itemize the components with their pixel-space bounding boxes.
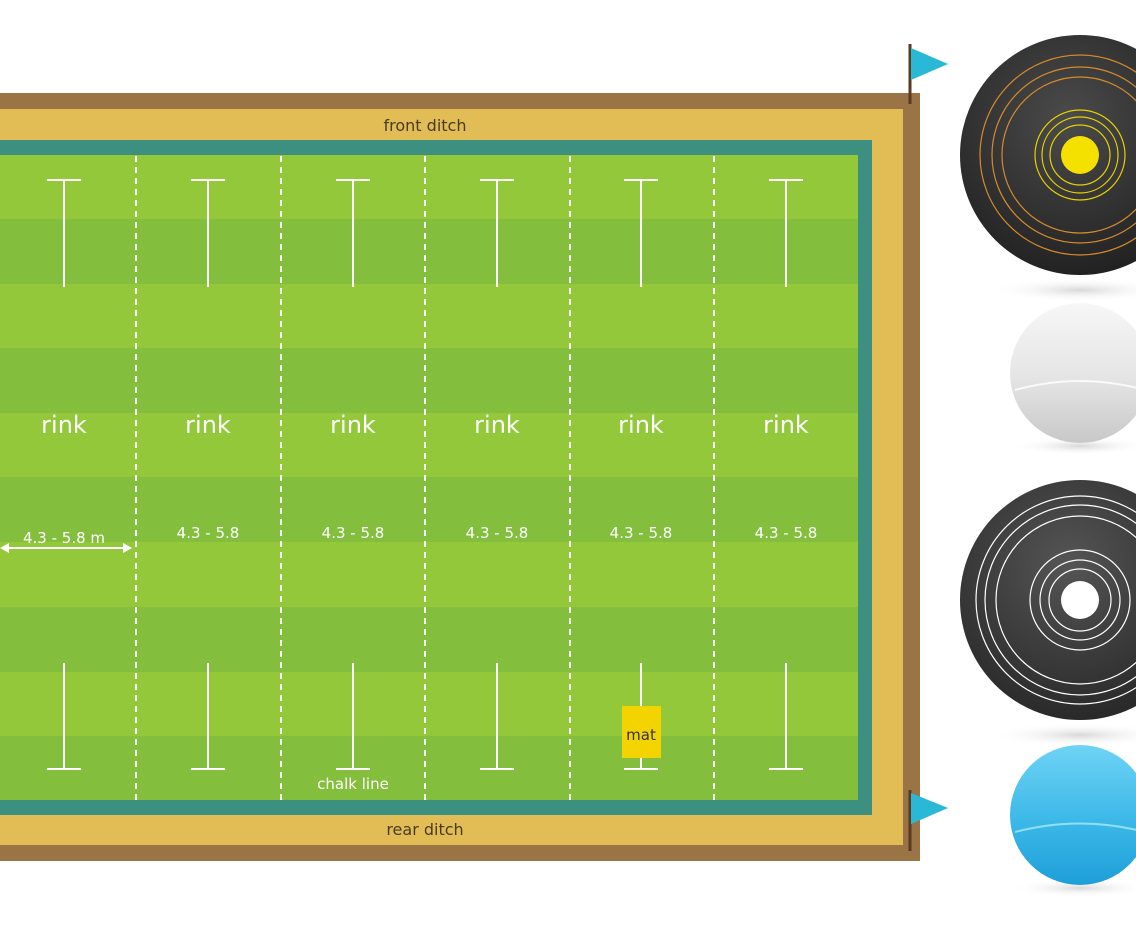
- black-bowl-yellow-rings-icon: [960, 35, 1136, 302]
- rink-labels: rink rink rink rink rink rink: [41, 411, 809, 439]
- rink-width-4: 4.3 - 5.8: [466, 524, 529, 542]
- rink-width-labels: 4.3 - 5.8 m 4.3 - 5.8 4.3 - 5.8 4.3 - 5.…: [23, 524, 817, 547]
- rink-label-6: rink: [763, 411, 809, 439]
- white-jack-icon: [1010, 303, 1136, 455]
- grass-stripes: [0, 155, 858, 800]
- rink-width-6: 4.3 - 5.8: [755, 524, 818, 542]
- chalk-line-label: chalk line: [317, 775, 389, 793]
- rink-width-2: 4.3 - 5.8: [177, 524, 240, 542]
- width-arrow: [0, 543, 132, 553]
- mat-label: mat: [626, 726, 656, 744]
- rear-ditch-label: rear ditch: [386, 820, 463, 839]
- flag-icon: [908, 44, 948, 104]
- front-ditch-label: front ditch: [384, 116, 467, 135]
- rink-width-5: 4.3 - 5.8: [610, 524, 673, 542]
- rink-width-3: 4.3 - 5.8: [322, 524, 385, 542]
- blue-jack-icon: [1010, 745, 1136, 897]
- rink-label-4: rink: [474, 411, 520, 439]
- t-markers: [47, 179, 803, 770]
- rink-width-1: 4.3 - 5.8 m: [23, 529, 105, 547]
- mat: [622, 706, 661, 758]
- rink-label-1: rink: [41, 411, 87, 439]
- rink-label-5: rink: [618, 411, 664, 439]
- rink-label-3: rink: [330, 411, 376, 439]
- black-bowl-white-rings-icon: [960, 480, 1136, 747]
- rink-label-2: rink: [185, 411, 231, 439]
- rink-dividers: [135, 156, 715, 800]
- flag-icon: [908, 790, 948, 851]
